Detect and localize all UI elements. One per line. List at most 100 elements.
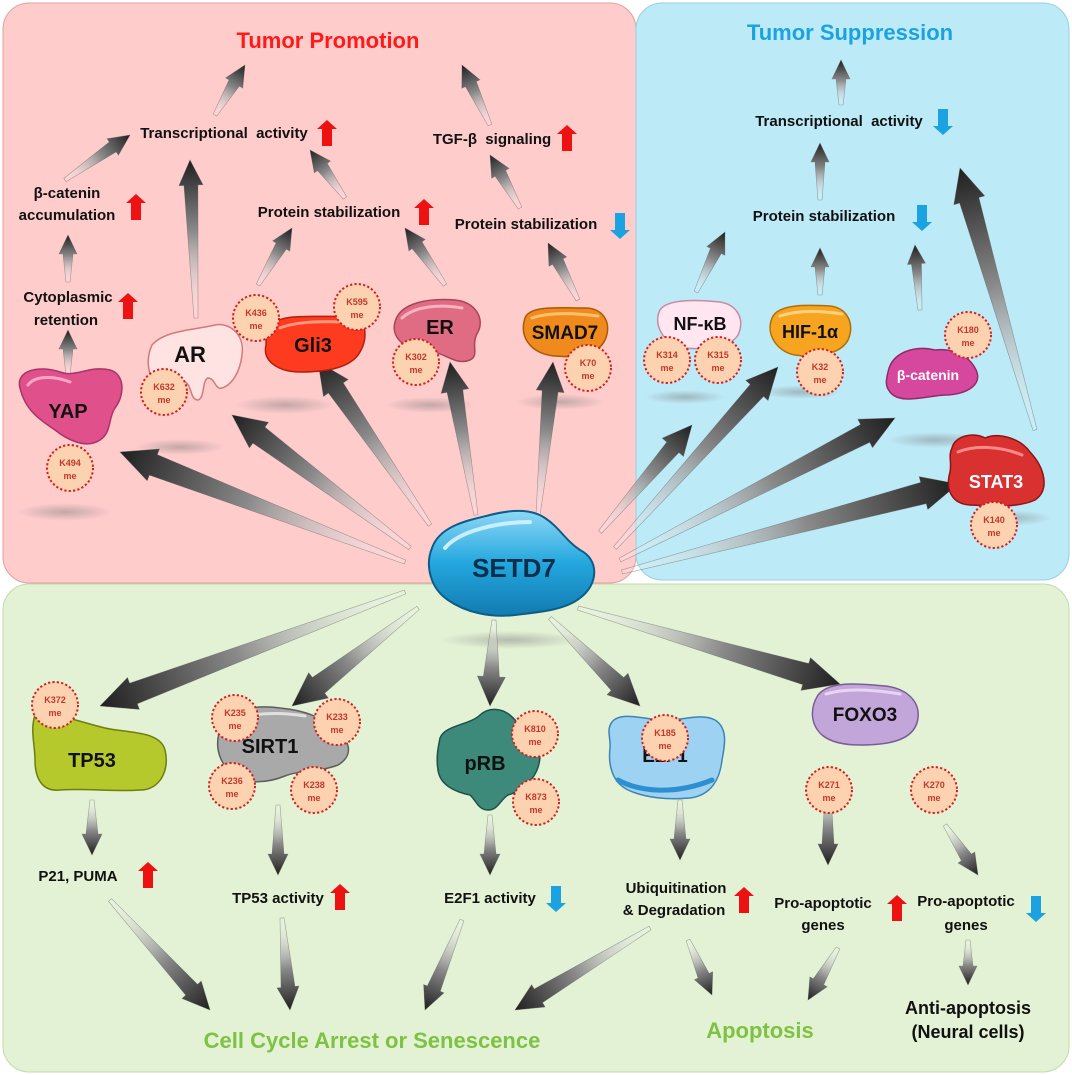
- tp53-protein: TP53: [32, 713, 167, 792]
- me-site-mark: me: [660, 363, 673, 373]
- arrow-setd7-hif1a: [613, 366, 779, 550]
- me-site-label: K270: [923, 780, 945, 790]
- me-site-nfkb-a: K314 me: [643, 336, 691, 384]
- proapop-up-label-1: Pro-apoptotic: [774, 895, 872, 912]
- arrow-smad7-stab: [547, 242, 581, 302]
- me-site-mark: me: [528, 737, 541, 747]
- arrow-tp53-p21: [81, 799, 103, 856]
- up-arrow-stab-gli3: [414, 199, 434, 225]
- tumor-suppression-title: Tumor Suppression: [747, 20, 953, 45]
- me-site-label: K810: [524, 724, 546, 734]
- bcatenin-label: β-catenin: [897, 367, 959, 383]
- me-site-e2f1: K185 me: [641, 714, 689, 762]
- me-site-label: K302: [405, 352, 427, 362]
- me-site-mark: me: [658, 741, 671, 751]
- me-site-label: K314: [656, 350, 678, 360]
- proapop-down-label-2: genes: [944, 917, 987, 934]
- me-site-mark: me: [350, 310, 363, 320]
- methylation-sites-layer: K494meK632meK436meK595meK302meK70meK314m…: [31, 283, 1018, 826]
- indicator-arrows-layer: [118, 109, 1046, 922]
- me-site-mark: me: [987, 528, 1000, 538]
- me-site-label: K315: [707, 350, 729, 360]
- me-site-mark: me: [409, 365, 422, 375]
- me-site-mark: me: [48, 708, 61, 718]
- me-site-mark: me: [711, 363, 724, 373]
- me-site-label: K436: [245, 308, 267, 318]
- nfkb-label: NF-κB: [673, 314, 726, 334]
- arrow-setd7-gli3: [317, 361, 433, 527]
- me-site-mark: me: [249, 321, 262, 331]
- arrow-setd7-tp53: [99, 589, 407, 710]
- arrow-setd7-sirt1: [291, 606, 420, 707]
- protein-stab-supp-label: Protein stabilization: [753, 208, 896, 225]
- arrow-sirt1-tp53act: [267, 804, 289, 876]
- arrow-bcat-stab-supp: [907, 244, 926, 311]
- me-site-mark: me: [225, 789, 238, 799]
- cytoplasmic-label-1: Cytoplasmic: [23, 289, 112, 306]
- p21-puma-label: P21, PUMA: [38, 868, 117, 885]
- apoptosis-outcome: Apoptosis: [706, 1018, 814, 1043]
- arrow-tgf-top: [461, 64, 493, 127]
- down-arrow-proapdown: [1026, 896, 1046, 922]
- sirt1-label: SIRT1: [242, 736, 299, 758]
- me-site-label: K238: [303, 780, 325, 790]
- arrow-setd7-foxo3: [577, 605, 841, 691]
- cell-cycle-outcome: Cell Cycle Arrest or Senescence: [204, 1028, 541, 1053]
- arrow-setd7-bcatenin: [618, 417, 896, 563]
- me-site-label: K233: [326, 712, 348, 722]
- down-arrow-trans-supp: [933, 109, 953, 135]
- me-site-mark: me: [813, 375, 826, 385]
- me-site-gli3-a: K436 me: [232, 294, 280, 342]
- me-site-sirt1-a: K235 me: [211, 694, 259, 742]
- arrow-p21-cc: [108, 898, 211, 1011]
- me-site-label: K235: [224, 708, 246, 718]
- me-site-label: K632: [153, 382, 175, 392]
- anti-apoptosis-label-1: Anti-apoptosis: [905, 998, 1031, 1018]
- me-site-mark: me: [529, 805, 542, 815]
- arrow-er-stab: [404, 227, 448, 287]
- arrow-setd7-smad7: [535, 361, 565, 516]
- e2f1-activity-label: E2F1 activity: [444, 890, 536, 907]
- arrow-nfkb-stab: [693, 231, 726, 294]
- smad7-label: SMAD7: [532, 323, 599, 344]
- arrow-prb-e2f1act: [479, 814, 501, 876]
- me-site-mark: me: [157, 395, 170, 405]
- arrow-yap-cyto: [58, 329, 78, 376]
- stat3-protein: STAT3: [947, 434, 1045, 507]
- me-site-label: K185: [654, 728, 676, 738]
- arrow-ubiq-apop: [685, 938, 714, 996]
- me-site-stat3: K140 me: [970, 501, 1018, 549]
- me-site-label: K140: [983, 515, 1005, 525]
- up-arrow-p21: [138, 862, 158, 888]
- me-site-mark: me: [927, 793, 940, 803]
- me-site-mark: me: [961, 338, 974, 348]
- me-site-label: K271: [818, 780, 840, 790]
- arrow-hif-stab: [810, 247, 830, 296]
- arrow-foxo3-proapdown: [942, 823, 979, 876]
- proapop-up-label-2: genes: [801, 917, 844, 934]
- setd7-label: SETD7: [472, 553, 556, 583]
- yap-protein: YAP: [18, 368, 123, 445]
- setd7-protein: SETD7: [428, 509, 596, 617]
- me-site-nfkb-b: K315 me: [694, 336, 742, 384]
- up-arrow-tp53act: [330, 884, 350, 910]
- tumor-promotion-title: Tumor Promotion: [237, 28, 420, 53]
- me-site-label: K180: [957, 325, 979, 335]
- up-arrow-tgf: [557, 125, 577, 151]
- er-label: ER: [426, 317, 454, 339]
- me-site-mark: me: [228, 721, 241, 731]
- me-site-label: K32: [812, 362, 829, 372]
- protein-stab-gli3-label: Protein stabilization: [258, 204, 401, 221]
- me-site-bcatenin: K180 me: [944, 311, 992, 359]
- hif1a-label: HIF-1α: [782, 322, 838, 342]
- me-site-hif1a: K32 me: [796, 348, 844, 396]
- me-site-label: K494: [59, 458, 81, 468]
- up-arrow-bcat: [126, 194, 146, 220]
- me-site-mark: me: [330, 725, 343, 735]
